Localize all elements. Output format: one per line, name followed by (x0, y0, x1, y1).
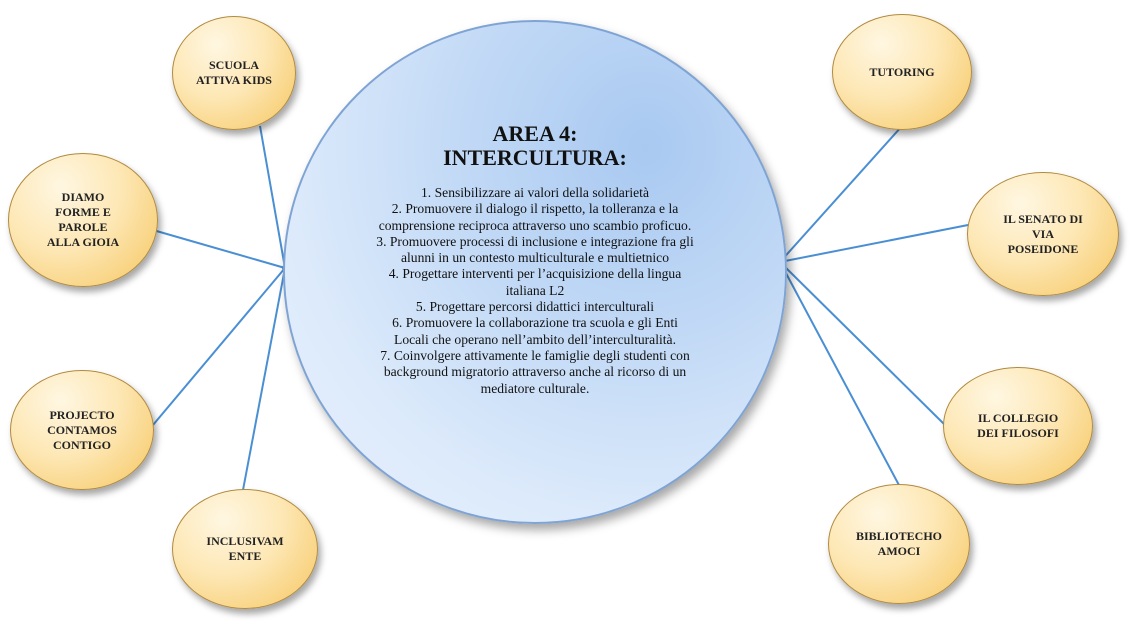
objective-line: comprensione reciproca attraverso uno sc… (378, 217, 692, 233)
objective-line: 7. Coinvolgere attivamente le famiglie d… (380, 347, 690, 363)
connector-collegio-filosofi (779, 261, 946, 426)
objective-line: 3. Promuovere processi di inclusione e i… (376, 233, 694, 249)
objective-line: 2. Promuovere il dialogo il rispetto, la… (391, 201, 679, 217)
objective-line: 5. Progettare percorsi didattici intercu… (415, 299, 655, 315)
central-topic-circle: AREA 4: INTERCULTURA: 1. Sensibilizzare … (283, 20, 787, 524)
connector-senato-poseidone (779, 224, 969, 263)
connector-bibliotecho-amoci (779, 261, 901, 488)
objectives-list: 1. Sensibilizzare ai valori della solida… (355, 185, 715, 397)
objective-line: 1. Sensibilizzare ai valori della solida… (421, 185, 649, 200)
objective-line: mediatore culturale. (480, 380, 590, 396)
objective-line: 6. Promuovere la collaborazione tra scuo… (392, 315, 678, 331)
connector-diamo-forme (152, 229, 286, 269)
objective-line: 4. Progettare interventi per l’acquisizi… (388, 266, 682, 282)
objective-line: italiana L2 (505, 282, 565, 298)
objective-line: Locali che operano nell’ambito dell’inte… (394, 331, 676, 347)
connector-projecto-contamos (152, 267, 286, 426)
central-topic-title-line: AREA 4: (492, 121, 578, 146)
node-tutoring: TUTORING (832, 14, 972, 130)
connector-scuola-attiva-kids (259, 125, 286, 269)
objective-line: background migratorio attraverso anche a… (383, 364, 687, 380)
connector-inclusivamente (242, 267, 286, 491)
central-topic-title-line: INTERCULTURA: (443, 145, 627, 170)
connector-tutoring (779, 125, 903, 263)
objective-line: alunni in un contesto multiculturale e m… (400, 250, 670, 266)
central-topic-title: AREA 4: INTERCULTURA: (285, 122, 785, 170)
